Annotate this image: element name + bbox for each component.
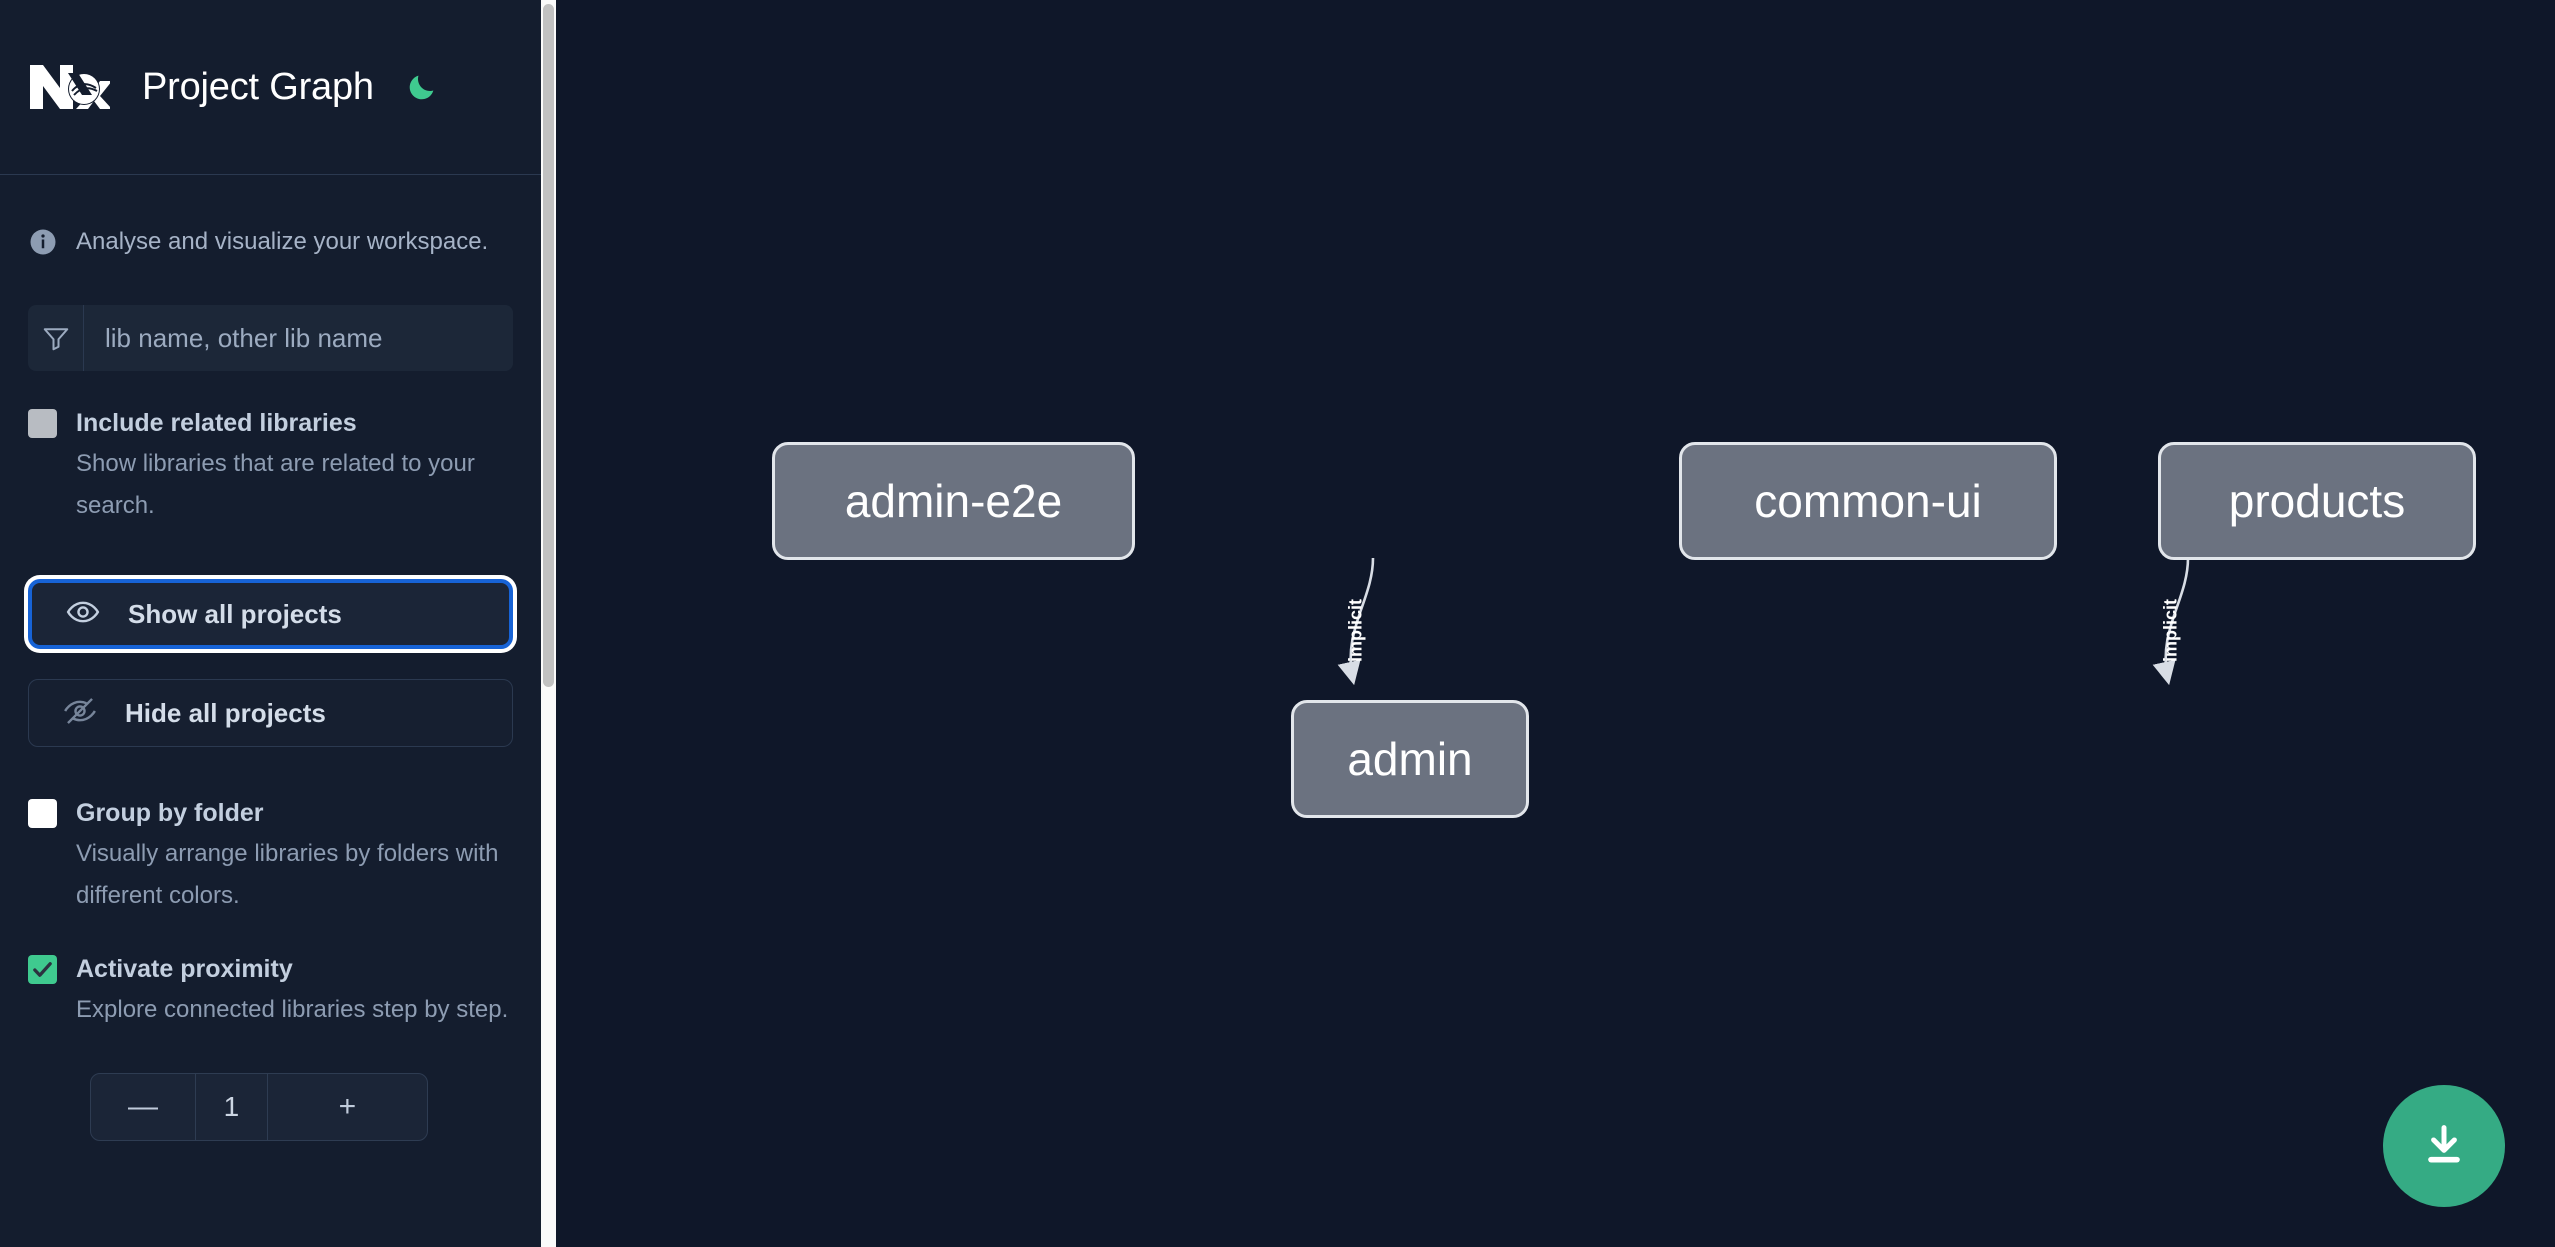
node-label: common-ui: [1754, 475, 1982, 527]
download-icon: [2428, 1125, 2460, 1163]
proximity-value: 1: [223, 1091, 240, 1122]
sidebar: Project Graph Analyse and visualize y: [0, 0, 556, 1247]
download-graph-button[interactable]: [2383, 1085, 2505, 1207]
hide-all-projects-button[interactable]: Hide all projects: [28, 679, 513, 747]
graph-node-admin[interactable]: admin: [1291, 700, 1529, 818]
node-label: admin: [1347, 733, 1473, 785]
node-label: products: [2228, 475, 2406, 527]
option-description: Show libraries that are related to your …: [76, 450, 475, 519]
option-text-group: Group by folder Visually arrange librari…: [76, 793, 513, 917]
option-include-related-libraries[interactable]: Include related libraries Show libraries…: [0, 403, 541, 527]
sidebar-scrollbar-thumb[interactable]: [543, 4, 554, 687]
eye-icon: [66, 595, 100, 634]
sidebar-scrollbar[interactable]: [541, 0, 556, 1247]
info-banner: Analyse and visualize your workspace.: [0, 175, 541, 271]
search-bar: [28, 305, 513, 371]
option-title: Activate proximity: [76, 955, 293, 983]
info-text: Analyse and visualize your workspace.: [76, 228, 489, 255]
option-title: Include related libraries: [76, 409, 357, 437]
option-description: Visually arrange libraries by folders wi…: [76, 840, 499, 909]
brand-header: Project Graph: [0, 0, 541, 174]
hide-all-projects-label: Hide all projects: [125, 697, 326, 728]
checkbox-group-by-folder[interactable]: [28, 799, 57, 828]
header-divider: [0, 174, 541, 175]
graph-canvas[interactable]: admin-e2e common-ui products store-e2e a…: [556, 0, 2555, 1247]
graph-edges: [1337, 557, 2190, 686]
checkbox-include-related-libraries[interactable]: [28, 409, 57, 438]
show-all-projects-label: Show all projects: [128, 598, 342, 629]
option-activate-proximity[interactable]: Activate proximity Explore connected lib…: [0, 949, 541, 1031]
edge-label-implicit: implicit: [1345, 599, 1366, 663]
proximity-decrement-button[interactable]: —: [91, 1074, 196, 1140]
graph-node-products[interactable]: products: [2158, 442, 2476, 560]
filter-icon: [28, 305, 84, 371]
node-label: admin-e2e: [844, 475, 1063, 527]
option-description: Explore connected libraries step by step…: [76, 996, 509, 1023]
option-title: Group by folder: [76, 799, 264, 827]
eye-off-icon: [63, 694, 97, 733]
search-input[interactable]: [84, 305, 513, 371]
checkbox-activate-proximity[interactable]: [28, 955, 57, 984]
page-title: Project Graph: [142, 65, 374, 108]
info-circle-icon: [28, 227, 58, 257]
graph-node-admin-e2e[interactable]: admin-e2e: [772, 442, 1135, 560]
option-text-group: Activate proximity Explore connected lib…: [76, 949, 508, 1031]
nx-logo: [28, 59, 112, 115]
proximity-increment-button[interactable]: +: [266, 1074, 427, 1140]
sidebar-content: Project Graph Analyse and visualize y: [0, 0, 541, 1247]
show-all-projects-button[interactable]: Show all projects: [28, 579, 513, 649]
graph-node-common-ui[interactable]: common-ui: [1679, 442, 2057, 560]
moon-icon[interactable]: [402, 67, 442, 107]
edge-label-implicit: implicit: [2160, 599, 2181, 663]
option-text-group: Include related libraries Show libraries…: [76, 403, 513, 527]
option-group-by-folder[interactable]: Group by folder Visually arrange librari…: [0, 793, 541, 917]
proximity-stepper: — 1 +: [90, 1073, 428, 1141]
